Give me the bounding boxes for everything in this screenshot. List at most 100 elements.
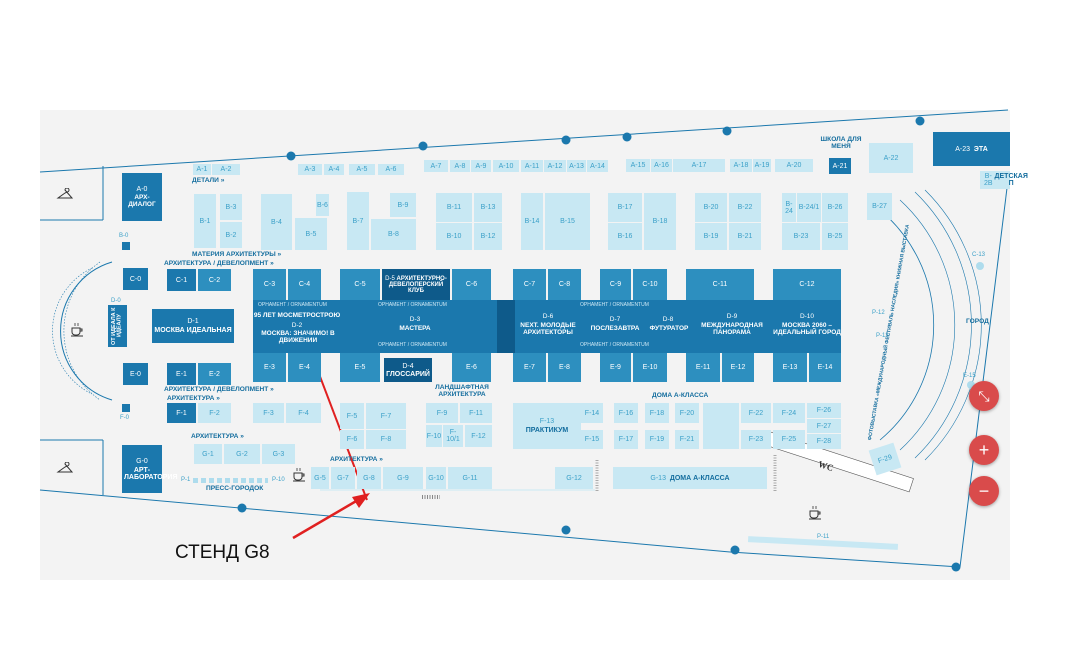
stand-c7[interactable]: C-7 <box>513 269 546 300</box>
stand-a5[interactable]: A-5 <box>349 164 375 175</box>
stand-b26[interactable]: B-26 <box>822 193 848 222</box>
stand-f9[interactable]: F-9 <box>426 403 458 423</box>
stand-a19[interactable]: A-19 <box>753 159 771 172</box>
stand-f24[interactable]: F-24 <box>773 403 805 423</box>
stand-b19[interactable]: B-19 <box>695 223 727 250</box>
stand-c8[interactable]: C-8 <box>548 269 581 300</box>
stand-b0[interactable] <box>122 242 130 250</box>
stand-f15[interactable]: F-15 <box>581 430 603 449</box>
stand-e2[interactable]: E-2 <box>198 363 231 385</box>
stand-a0[interactable]: A-0 АРХ-ДИАЛОГ <box>122 173 162 221</box>
stand-e4[interactable]: E-4 <box>288 353 321 382</box>
stand-f4[interactable]: F-4 <box>286 403 321 423</box>
stand-c6[interactable]: C-6 <box>452 269 491 300</box>
stand-f20[interactable]: F-20 <box>675 403 699 423</box>
stand-f8[interactable]: F-8 <box>366 430 406 449</box>
stand-b10[interactable]: B-10 <box>436 223 472 250</box>
stand-f17[interactable]: F-17 <box>614 430 638 449</box>
stand-b22[interactable]: B-22 <box>729 193 761 222</box>
stand-b23[interactable]: B-23 <box>782 223 820 250</box>
stand-f12[interactable]: F-12 <box>465 425 492 447</box>
stand-a4[interactable]: A-4 <box>324 164 344 175</box>
stand-a18[interactable]: A-18 <box>730 159 752 172</box>
stand-e9[interactable]: E-9 <box>600 353 631 382</box>
stand-e11[interactable]: E-11 <box>686 353 720 382</box>
stand-b2b[interactable]: B-2B ДЕТСКАЯ П <box>980 171 1028 189</box>
stand-b2[interactable]: B-2 <box>220 222 242 248</box>
stand-b16[interactable]: B-16 <box>608 223 642 250</box>
stand-a11[interactable]: A-11 <box>521 160 543 172</box>
stand-e6[interactable]: E-6 <box>452 353 491 382</box>
stand-f23[interactable]: F-23 <box>741 430 771 449</box>
stand-g3[interactable]: G-3 <box>262 444 295 464</box>
stand-b14[interactable]: B-14 <box>521 193 543 250</box>
stand-b3[interactable]: B-3 <box>220 194 242 220</box>
stand-c9[interactable]: C-9 <box>600 269 631 300</box>
stand-b4[interactable]: B-4 <box>261 194 292 250</box>
stand-f25[interactable]: F-25 <box>773 430 805 449</box>
stand-c13[interactable] <box>976 262 984 270</box>
stand-g12[interactable]: G-12 <box>555 467 593 489</box>
stand-c3[interactable]: C-3 <box>253 269 286 300</box>
stand-a3[interactable]: A-3 <box>298 164 322 175</box>
stand-a22[interactable]: A-22 <box>869 143 913 173</box>
stand-c12[interactable]: C-12 <box>773 269 841 300</box>
stand-b27[interactable]: B-27 <box>867 193 892 220</box>
stand-e3[interactable]: E-3 <box>253 353 286 382</box>
stand-a17[interactable]: A-17 <box>673 159 725 172</box>
stand-g13[interactable]: G-13 ДОМА А-КЛАССА <box>613 467 767 489</box>
stand-a9[interactable]: A-9 <box>471 160 491 172</box>
stand-g9[interactable]: G-9 <box>383 467 423 489</box>
stand-d5[interactable]: D-5 АРХИТЕКТУРНО-ДЕВЕЛОПЕРСКИЙ КЛУБ <box>382 269 450 300</box>
stand-g10[interactable]: G-10 <box>426 467 446 489</box>
stand-e14[interactable]: E-14 <box>809 353 841 382</box>
stand-b13[interactable]: B-13 <box>474 193 502 222</box>
stand-e15[interactable] <box>967 381 975 389</box>
stand-f11[interactable]: F-11 <box>460 403 492 423</box>
stand-f18[interactable]: F-18 <box>645 403 669 423</box>
stand-e12[interactable]: E-12 <box>722 353 754 382</box>
stand-e1[interactable]: E-1 <box>167 363 196 385</box>
stand-c11[interactable]: C-11 <box>686 269 754 300</box>
stand-g8[interactable]: G-8 <box>357 467 381 489</box>
stand-e5[interactable]: E-5 <box>340 353 380 382</box>
stand-b9[interactable]: B-9 <box>390 193 416 217</box>
stand-a14[interactable]: A-14 <box>587 160 608 172</box>
stand-a10[interactable]: A-10 <box>493 160 519 172</box>
zoom-in-button[interactable]: + <box>969 435 999 465</box>
stand-c5[interactable]: C-5 <box>340 269 380 300</box>
stand-f6[interactable]: F-6 <box>340 430 364 449</box>
stand-a16[interactable]: A-16 <box>651 159 672 172</box>
stand-f19[interactable]: F-19 <box>645 430 669 449</box>
stand-a21[interactable]: A-21 <box>829 158 851 174</box>
stand-b18[interactable]: B-18 <box>644 193 676 250</box>
stand-b15[interactable]: B-15 <box>545 193 590 250</box>
stand-g5[interactable]: G-5 <box>311 467 329 489</box>
stand-b5[interactable]: B-5 <box>295 218 327 250</box>
stand-a15[interactable]: A-15 <box>626 159 650 172</box>
stand-b7[interactable]: B-7 <box>347 192 369 250</box>
stand-b20[interactable]: B-20 <box>695 193 727 222</box>
stand-f7[interactable]: F-7 <box>366 403 406 429</box>
stand-f26[interactable]: F-26 <box>807 403 841 418</box>
stand-a12[interactable]: A-12 <box>544 160 566 172</box>
stand-g7[interactable]: G-7 <box>331 467 355 489</box>
stand-f21[interactable]: F-21 <box>675 430 699 449</box>
stand-b24[interactable]: B-24 <box>782 193 796 222</box>
stand-b24-1[interactable]: B-24/1 <box>797 193 821 222</box>
stand-f22[interactable]: F-22 <box>741 403 771 423</box>
stand-a23[interactable]: A-23 ЭТА <box>933 132 1010 166</box>
stand-b25[interactable]: B-25 <box>822 223 848 250</box>
stand-d1[interactable]: D-1 МОСКВА ИДЕАЛЬНАЯ <box>152 309 234 343</box>
stand-c2[interactable]: C-2 <box>198 269 231 291</box>
stand-b21[interactable]: B-21 <box>729 223 761 250</box>
stand-a13[interactable]: A-13 <box>567 160 586 172</box>
stand-f13[interactable]: F-13 ПРАКТИКУМ <box>513 403 581 449</box>
stand-f3[interactable]: F-3 <box>253 403 284 423</box>
stand-c4[interactable]: C-4 <box>288 269 321 300</box>
stand-b12[interactable]: B-12 <box>474 223 502 250</box>
stand-c10[interactable]: C-10 <box>633 269 667 300</box>
stand-f10[interactable]: F-10 <box>426 425 442 447</box>
stand-e7[interactable]: E-7 <box>513 353 546 382</box>
stand-a2[interactable]: A-2 <box>212 164 240 175</box>
